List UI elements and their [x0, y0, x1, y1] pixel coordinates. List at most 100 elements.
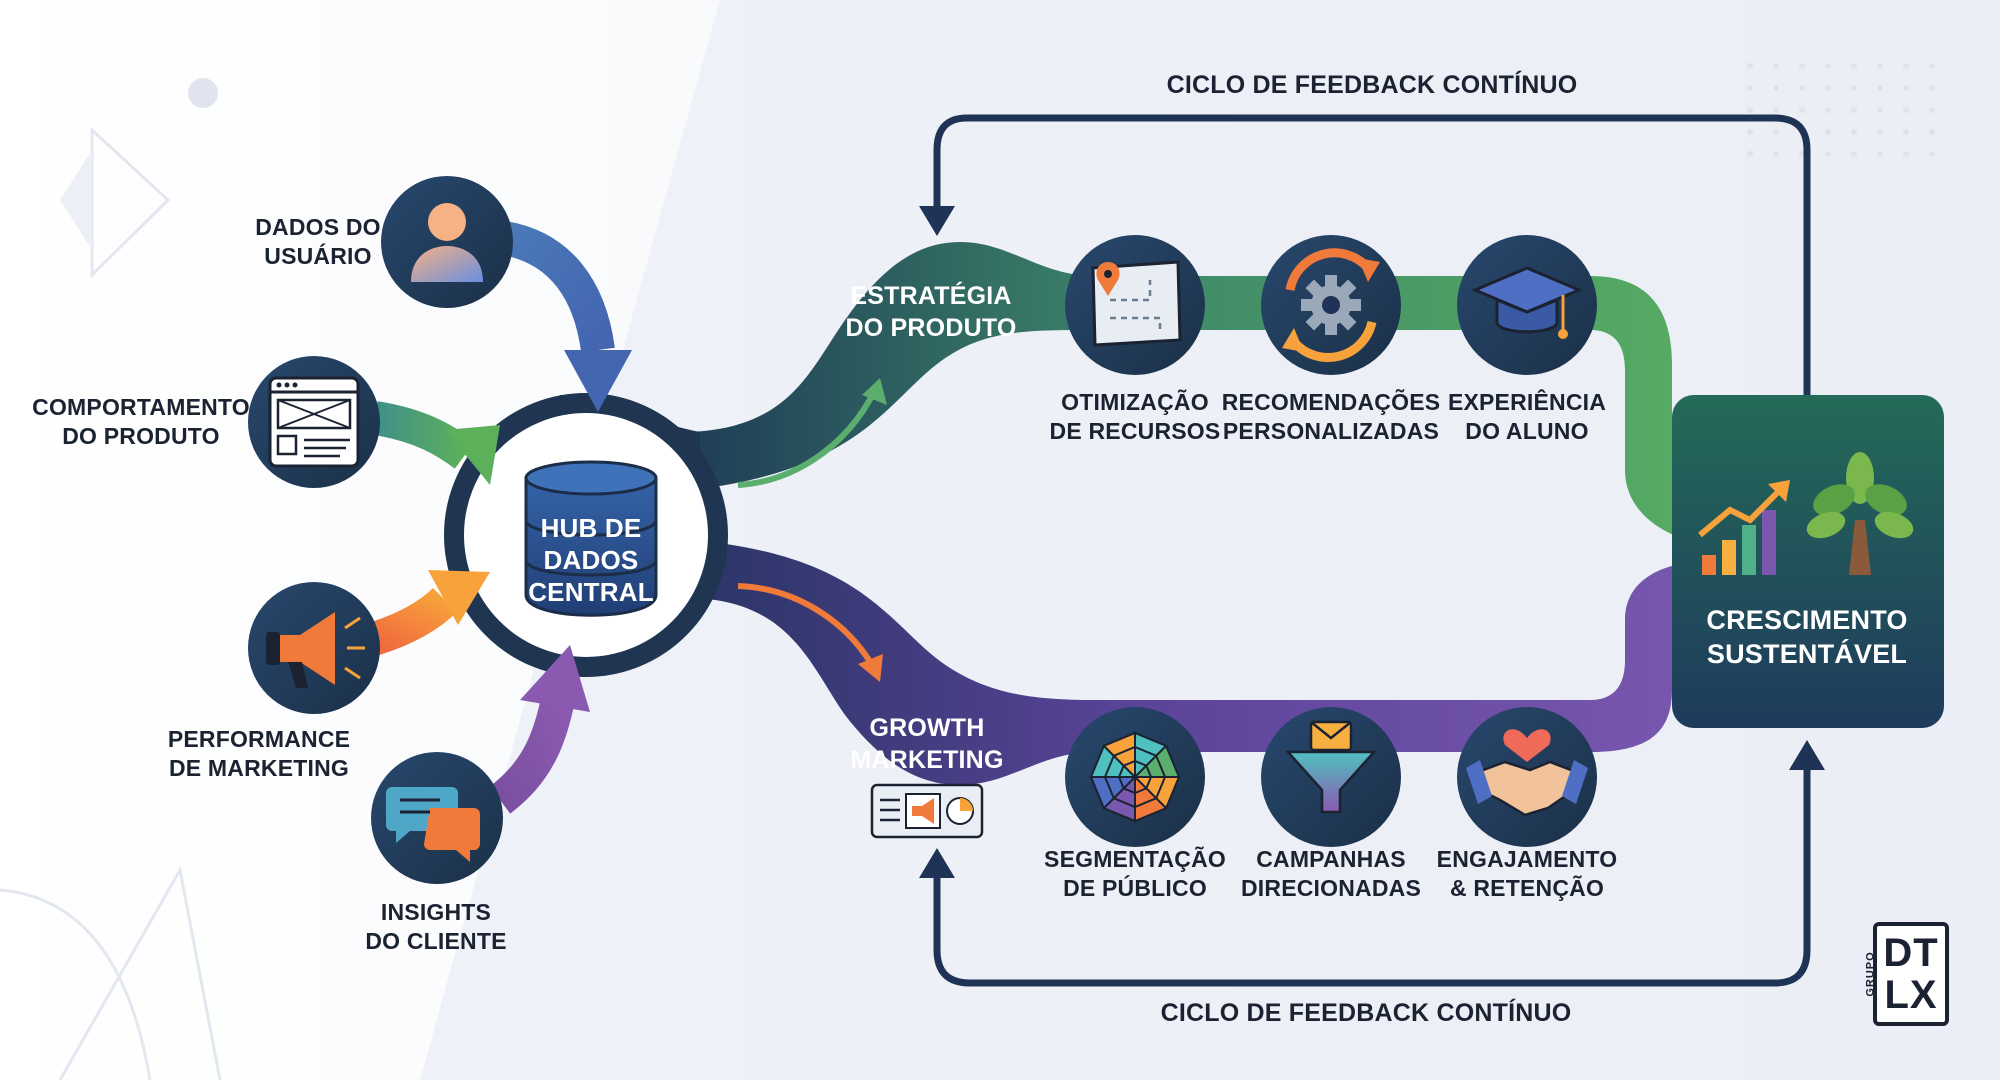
decor-dot	[1877, 85, 1883, 91]
branch-label-growth-marketing: GROWTH MARKETING	[850, 714, 1004, 774]
feedback-loop-top-label: CICLO DE FEEDBACK CONTÍNUO	[1166, 71, 1578, 99]
hub-to-growth-arrowhead	[858, 654, 883, 682]
decor-dot	[1799, 107, 1805, 113]
decor-dot	[188, 78, 218, 108]
decor-dot	[1773, 151, 1779, 157]
logo-line-1: DT	[1883, 931, 1939, 975]
step-node-student-experience	[1457, 235, 1597, 375]
decor-dot	[1903, 85, 1909, 91]
outcome-box	[1672, 395, 1944, 728]
decor-dot	[1747, 151, 1753, 157]
decor-dot	[1851, 129, 1857, 135]
decor-dot	[1851, 63, 1857, 69]
radar-web-icon	[1089, 731, 1181, 823]
radar-ring	[1103, 745, 1167, 809]
feedback-loop-top-arrowhead	[919, 206, 955, 236]
tree-icon	[1806, 452, 1914, 575]
database-icon	[524, 460, 658, 617]
decor-triangle-fill	[60, 150, 92, 250]
hub-to-growth-arrow	[737, 583, 875, 667]
decor-dot	[1903, 129, 1909, 135]
source-arrow-marketing	[365, 587, 458, 657]
source-arrow-user	[495, 220, 615, 353]
decor-dot	[1877, 129, 1883, 135]
email-funnel-icon	[1285, 750, 1377, 814]
decor-arc	[0, 888, 152, 1080]
decor-dot	[1929, 107, 1935, 113]
decor-dot	[1773, 129, 1779, 135]
decor-dot	[1903, 151, 1909, 157]
decor-dot	[1851, 107, 1857, 113]
source-node-user	[381, 176, 513, 308]
decor-dot	[1825, 129, 1831, 135]
decor-dot	[1773, 107, 1779, 113]
decor-dot	[1877, 107, 1883, 113]
branch-label-product-strategy: ESTRATÉGIA DO PRODUTO	[845, 282, 1017, 342]
step-label-targeted-campaigns: CAMPANHAS DIRECIONADAS	[1240, 846, 1422, 901]
step-label-student-experience: EXPERIÊNCIA DO ALUNO	[1447, 389, 1607, 444]
feedback-loop-bottom-arrowhead-left	[919, 848, 955, 878]
background-shape	[420, 0, 2000, 1080]
decor-dot	[1903, 63, 1909, 69]
decor-dot	[1773, 63, 1779, 69]
decor-dot	[1929, 85, 1935, 91]
source-arrow-product	[372, 401, 476, 469]
source-label-marketing-performance: PERFORMANCE DE MARKETING	[167, 726, 351, 781]
decor-dot	[1799, 63, 1805, 69]
decor-dot	[1747, 107, 1753, 113]
outcome-label: CRESCIMENTO SUSTENTÁVEL	[1706, 605, 1908, 669]
logo-line-2: LX	[1884, 973, 1938, 1017]
decor-dot	[1903, 107, 1909, 113]
user-icon-head	[428, 203, 466, 241]
source-label-product-behavior: COMPORTAMENTO DO PRODUTO	[32, 394, 250, 449]
decor-dot	[1877, 63, 1883, 69]
user-icon	[411, 246, 483, 282]
step-label-engagement-retention: ENGAJAMENTO & RETENÇÃO	[1436, 846, 1618, 901]
decor-dot	[1773, 85, 1779, 91]
step-label-audience-segmentation: SEGMENTAÇÃO DE PÚBLICO	[1044, 846, 1226, 901]
hub-to-product-arrowhead	[862, 378, 887, 405]
marketing-dashboard-icon	[870, 783, 984, 839]
radar-segment	[1102, 731, 1136, 780]
step-node-audience-segmentation	[1065, 707, 1205, 847]
source-arrowhead-marketing	[428, 570, 490, 625]
hub-to-product-arrow	[737, 388, 878, 488]
hub-label: HUB DE DADOS CENTRAL	[528, 513, 654, 607]
step-label-resource-optimization: OTIMIZAÇÃO DE RECURSOS	[1049, 389, 1221, 444]
company-logo: DT LX	[1873, 922, 1949, 1026]
decor-dot	[1825, 85, 1831, 91]
source-arrowhead-insights	[520, 645, 590, 712]
decor-dot	[1825, 151, 1831, 157]
gear-cycle-icon	[1301, 275, 1361, 335]
decor-dot	[1929, 151, 1935, 157]
decor-lines	[58, 865, 222, 1080]
decor-dot	[1825, 107, 1831, 113]
source-label-user-data: DADOS DO USUÁRIO	[255, 214, 381, 269]
source-node-marketing-performance	[248, 582, 380, 714]
decor-dot	[1747, 129, 1753, 135]
decor-dot	[1747, 85, 1753, 91]
step-node-targeted-campaigns	[1261, 707, 1401, 847]
step-node-engagement-retention	[1457, 707, 1597, 847]
feedback-loop-top-line	[933, 114, 1811, 395]
decor-dot	[1799, 85, 1805, 91]
handshake-heart-icon	[1503, 729, 1551, 762]
step-node-resource-optimization	[1065, 235, 1205, 375]
feedback-loop-bottom-label: CICLO DE FEEDBACK CONTÍNUO	[1160, 999, 1572, 1027]
source-arrowhead-user	[564, 350, 632, 412]
step-node-personalized-recommendations	[1261, 235, 1401, 375]
decor-dot	[1851, 151, 1857, 157]
source-node-product-behavior	[248, 356, 380, 488]
source-label-customer-insights: INSIGHTS DO CLIENTE	[365, 899, 507, 954]
feedback-loop-bottom-arrowhead-right	[1789, 740, 1825, 770]
step-label-personalized-recommendations: RECOMENDAÇÕES PERSONALIZADAS	[1221, 389, 1441, 444]
growth-marketing-band	[690, 540, 1720, 785]
decor-dot	[1929, 63, 1935, 69]
megaphone-icon	[275, 612, 335, 685]
decor-dot	[1747, 63, 1753, 69]
source-arrow-insights	[489, 696, 575, 814]
decor-dot	[1851, 85, 1857, 91]
source-arrowhead-product	[445, 425, 500, 485]
decor-dot	[1825, 63, 1831, 69]
decor-dot	[1929, 129, 1935, 135]
